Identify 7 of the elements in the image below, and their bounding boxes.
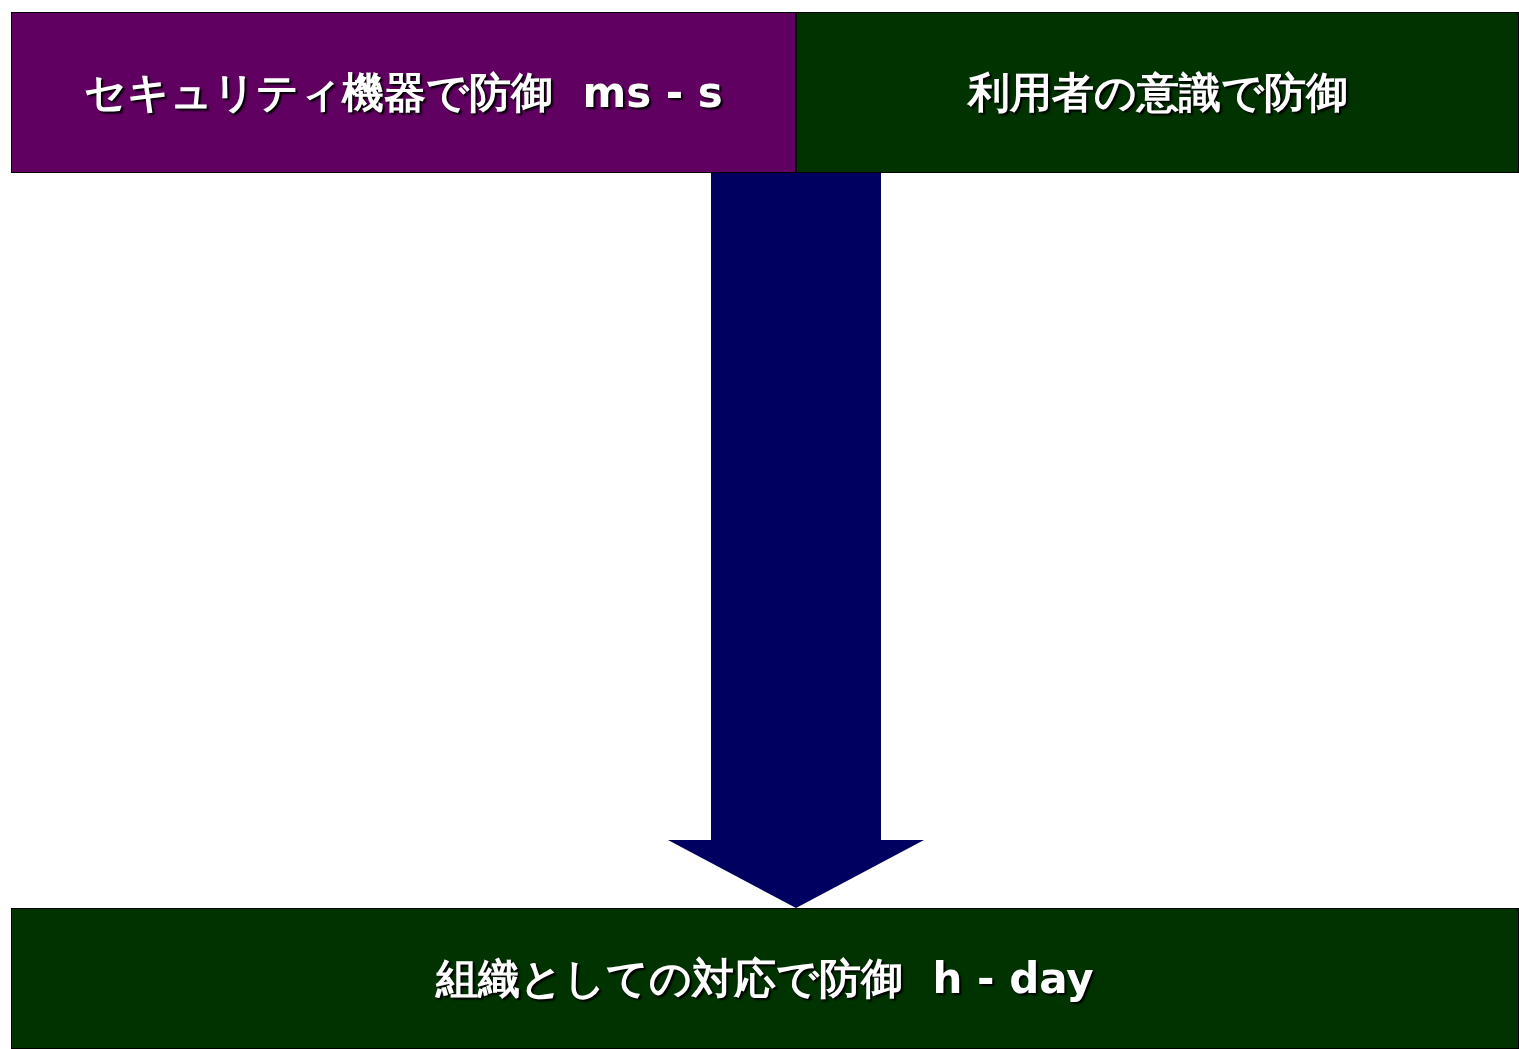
label-box bbox=[11, 908, 1519, 1049]
box-label: セキュリティ機器で防御 ms - s bbox=[84, 66, 723, 119]
box-label: 利用者の意識で防御 bbox=[967, 66, 1348, 119]
box-label: 組織としての対応で防御 h - day bbox=[436, 952, 1094, 1005]
label-box bbox=[796, 12, 1519, 173]
block-arrow bbox=[668, 173, 924, 908]
label-box bbox=[11, 12, 796, 173]
